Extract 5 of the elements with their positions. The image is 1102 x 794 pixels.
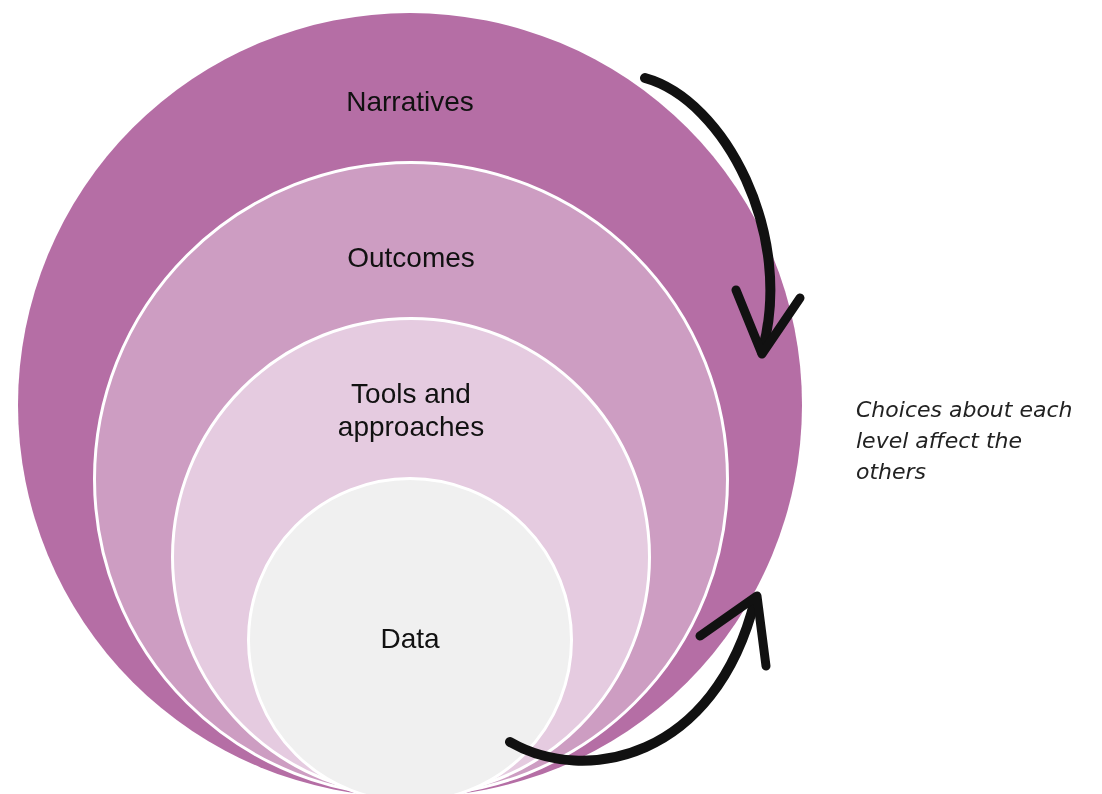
note-text: Choices about each level affect the others bbox=[856, 396, 1074, 486]
level-label: Data bbox=[379, 622, 441, 655]
level-label: Narratives bbox=[345, 85, 475, 118]
level-label: Tools and approaches bbox=[336, 377, 486, 443]
level-label: Outcomes bbox=[346, 241, 476, 274]
